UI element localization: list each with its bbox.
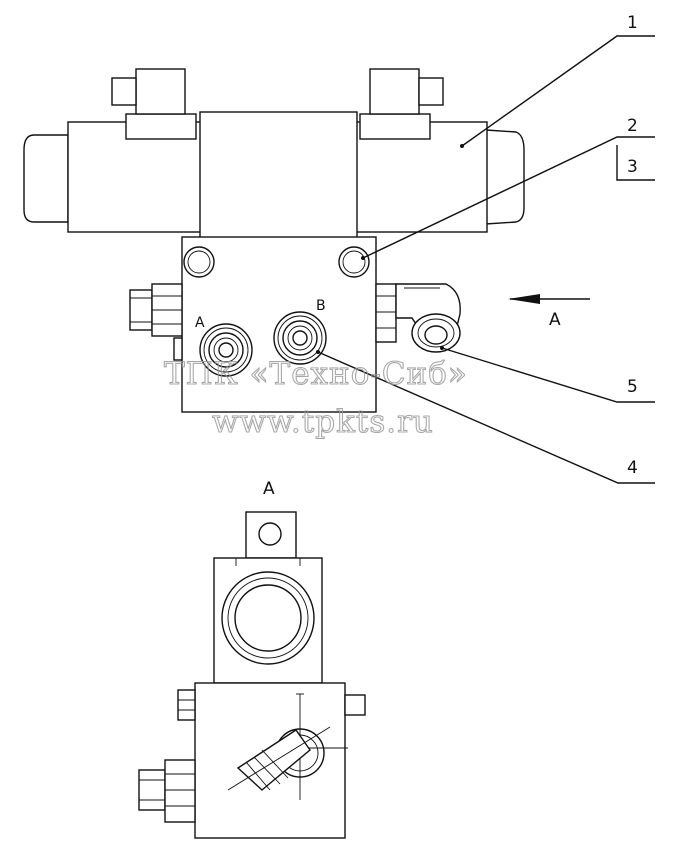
left-lower-plug: [138, 759, 196, 823]
elbow-fitting: [375, 283, 461, 353]
view-arrow-label: A: [549, 310, 561, 330]
valve-body: [199, 111, 358, 241]
callout-3: 3: [627, 157, 638, 177]
angled-elbow: [236, 729, 311, 791]
view-direction-arrow: A: [508, 294, 590, 330]
callout-2: 2: [627, 116, 638, 136]
left-plug-fitting: [129, 283, 183, 337]
right-connector-plug: [418, 77, 444, 106]
view-a-assembly: [138, 511, 366, 839]
upper-body: [213, 557, 323, 684]
leader-1: [461, 35, 655, 147]
port-b-fitting: [273, 311, 327, 365]
watermark: ТПК «Техно-Сиб» www.tpkts.ru: [163, 355, 468, 440]
right-pin: [344, 694, 366, 716]
leader-3: [616, 145, 655, 181]
left-connector-plug: [111, 77, 137, 106]
right-coil-cap: [485, 129, 525, 225]
watermark-line2: www.tpkts.ru: [212, 404, 434, 440]
callout-leaders: 1 2 3 5 4: [317, 13, 655, 484]
callout-1: 1: [627, 13, 638, 33]
leader-2: [362, 136, 655, 259]
right-connector-body: [369, 68, 420, 115]
solenoid-valve-assembly: [23, 68, 525, 241]
port-a-label: A: [195, 315, 205, 331]
callout-4: 4: [627, 458, 638, 478]
callout-5: 5: [627, 377, 638, 397]
top-tab: [245, 511, 297, 559]
screw-right: [338, 246, 370, 278]
left-coil-body: [67, 121, 202, 233]
watermark-line1: ТПК «Техно-Сиб»: [164, 356, 468, 392]
right-connector-base: [359, 113, 431, 140]
left-coil-cap: [23, 134, 69, 223]
leader-4: [317, 351, 655, 484]
side-tab: [173, 337, 183, 361]
view-title: A: [263, 479, 275, 499]
screw-left: [183, 246, 215, 278]
port-b-label: B: [316, 298, 326, 314]
left-small-fitting: [177, 689, 196, 721]
right-coil-body: [355, 121, 488, 233]
left-connector-base: [125, 113, 197, 140]
left-connector-body: [135, 68, 186, 115]
leader-5: [441, 347, 655, 403]
port-a-fitting: [199, 323, 253, 377]
